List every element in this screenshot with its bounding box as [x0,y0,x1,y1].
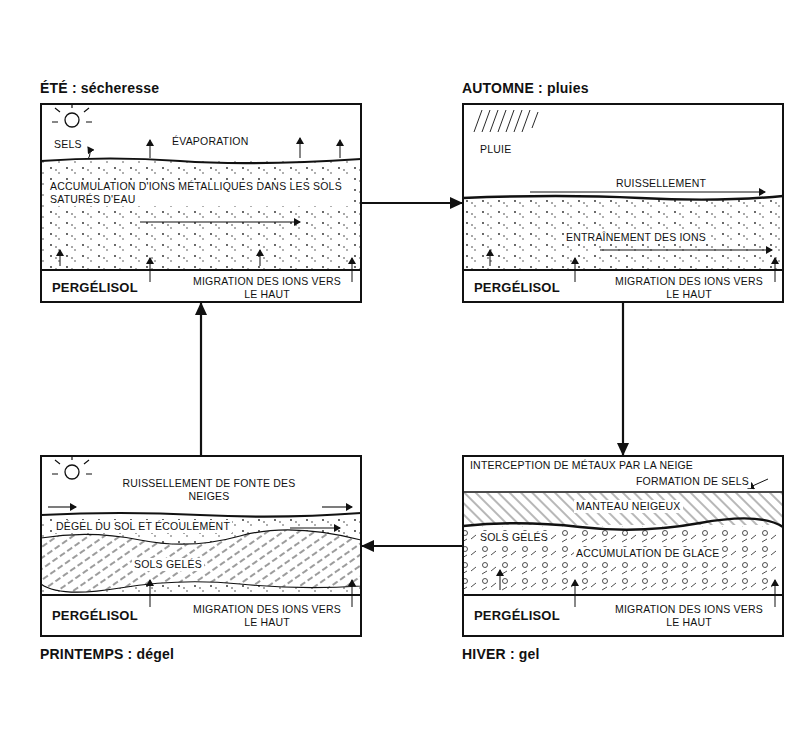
season-panel: PRINTEMPS : dégelRUISSELLEMENT DE FONTE … [40,455,362,637]
process-label: FORMATION DE SELS [634,475,751,488]
layer-label: PERGÉLISOL [50,281,140,294]
layer-label: PERGÉLISOL [472,609,562,622]
cycle-arrow [200,303,202,455]
process-label: MIGRATION DES IONS VERS LE HAUT [614,603,764,629]
season-title: PRINTEMPS : dégel [40,645,174,663]
season-title: HIVER : gel [462,645,540,663]
process-label: MIGRATION DES IONS VERS LE HAUT [192,275,342,301]
process-label: ENTRAÎNEMENT DES IONS [564,231,708,244]
layer-label: PERGÉLISOL [50,609,140,622]
layer-label: PERGÉLISOL [472,281,562,294]
soil-label: SOLS GELÉS [132,558,204,571]
season-panel: ÉTÉ : sécheresseSELSÉVAPORATIONACCUMULAT… [40,103,362,303]
season-panel: HIVER : gelINTERCEPTION DE MÉTAUX PAR LA… [462,455,784,637]
process-label: MIGRATION DES IONS VERS LE HAUT [614,275,764,301]
season-panel: AUTOMNE : pluiesPLUIERUISSELLEMENTENTRAÎ… [462,103,784,303]
salt-label: SELS [52,138,84,151]
cycle-arrow [362,545,462,547]
process-label: DÉGEL DU SOL ET ÉCOULEMENT [54,520,232,533]
process-label: RUISSELLEMENT [614,177,708,190]
process-label: RUISSELLEMENT DE FONTE DES NEIGES [112,477,306,503]
process-label: ACCUMULATION DE GLACE [574,547,721,560]
cycle-arrow [622,303,624,455]
season-title: AUTOMNE : pluies [462,79,589,97]
soil-label: ACCUMULATION D'IONS MÉTALLIQUES DANS LES… [48,180,352,206]
rain-label: PLUIE [478,143,513,156]
soil-label: SOLS GELÉS [478,531,550,544]
process-label: MIGRATION DES IONS VERS LE HAUT [192,603,342,629]
cycle-arrow [362,202,462,204]
process-label: INTERCEPTION DE MÉTAUX PAR LA NEIGE [468,459,695,472]
process-label: ÉVAPORATION [170,135,251,148]
layer-label: MANTEAU NEIGEUX [574,500,683,513]
season-title: ÉTÉ : sécheresse [40,79,159,97]
